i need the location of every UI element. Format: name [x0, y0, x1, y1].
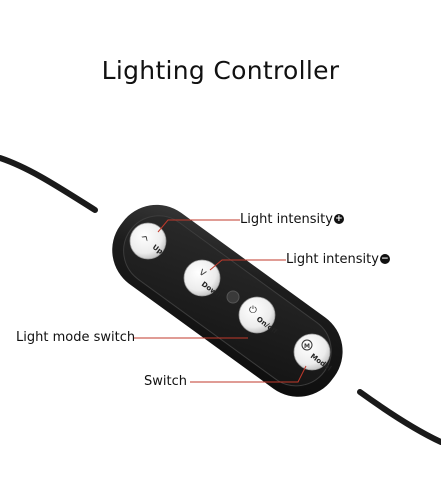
controller-body: [112, 204, 343, 397]
indicator-led: [226, 290, 240, 304]
callout-power-switch: Switch: [144, 374, 187, 389]
callout-intensity-down-text: Light intensity: [286, 252, 379, 267]
cable-left: [0, 155, 98, 213]
power-button[interactable]: ⏻ On/off: [238, 296, 279, 336]
page-title: Lighting Controller: [101, 56, 340, 85]
plus-icon: +: [333, 213, 344, 224]
callout-intensity-up: Light intensity+: [240, 212, 344, 228]
cable-right: [357, 389, 441, 445]
mode-button[interactable]: M Model: [293, 333, 333, 373]
up-button[interactable]: ^ Up: [129, 222, 167, 260]
callout-mode-switch: Light mode switch: [16, 330, 136, 345]
leader-lines: [134, 219, 307, 383]
minus-icon: −: [379, 253, 390, 264]
power-icon: ⏻: [249, 305, 257, 316]
leader-power-switch: [190, 365, 307, 383]
callout-intensity-up-text: Light intensity: [240, 212, 333, 227]
callout-intensity-down: Light intensity−: [286, 252, 390, 268]
mode-glyph: M: [304, 343, 310, 350]
leader-intensity-up: [157, 219, 240, 233]
leader-intensity-down: [209, 259, 286, 271]
